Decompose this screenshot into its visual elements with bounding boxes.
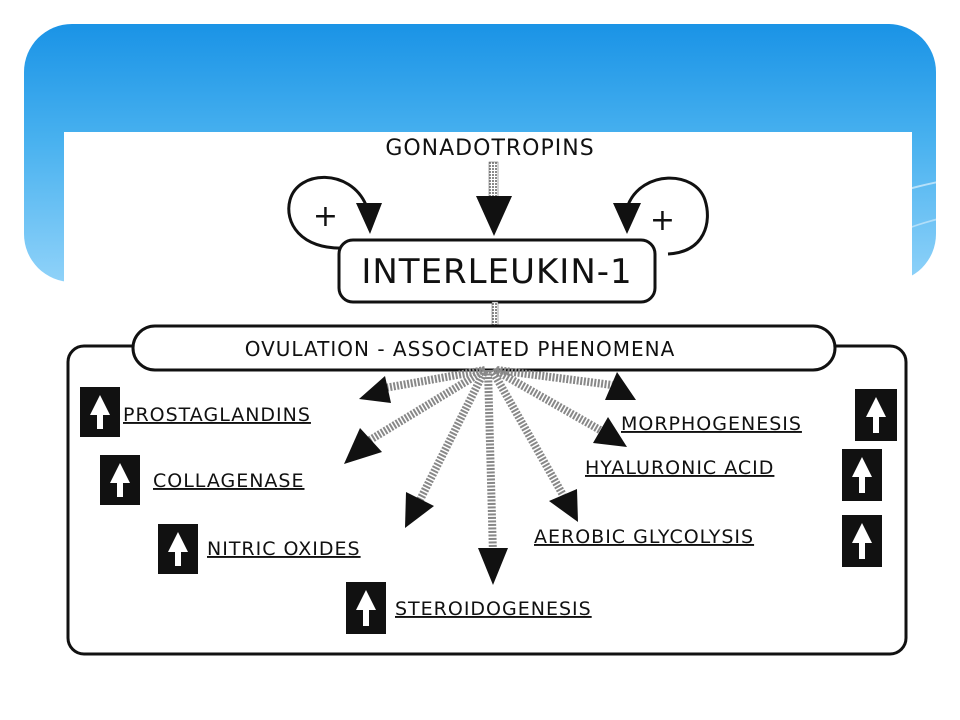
right-plus-sign: +	[650, 203, 676, 238]
morphogenesis-label: MORPHOGENESIS	[621, 413, 802, 435]
arrowhead-steroidogenesis	[478, 548, 508, 585]
interleukin-label: INTERLEUKIN-1	[361, 252, 632, 292]
gonadotropins-arrow-shaft	[488, 161, 499, 199]
arrowhead-prostaglandins	[359, 376, 391, 403]
arrow-shaft-prostaglandins	[384, 366, 486, 392]
arrow-shaft-aerobic-glycolysis	[488, 368, 567, 497]
hyaluronic-acid-label: HYALURONIC ACID	[585, 457, 774, 479]
aerobic-glycolysis-label: AEROBIC GLYCOLYSIS	[534, 526, 754, 548]
arrowhead-hyaluronic-acid	[593, 417, 627, 447]
up-arrow-icon	[855, 389, 897, 441]
gonadotropins-arrowhead	[476, 196, 512, 236]
radiating-arrows	[367, 366, 613, 556]
up-arrow-icons	[80, 387, 897, 634]
up-arrow-icon	[842, 449, 882, 501]
right-feedback-arrowhead	[613, 203, 641, 234]
up-arrow-icon	[346, 582, 386, 634]
prostaglandins-label: PROSTAGLANDINS	[123, 404, 311, 426]
left-plus-sign: +	[313, 199, 339, 234]
left-feedback-arrowhead	[356, 203, 382, 234]
phenomena-header-label: OVULATION - ASSOCIATED PHENOMENA	[245, 337, 676, 361]
arrow-shaft-hyaluronic-acid	[493, 366, 602, 434]
gonadotropins-label: GONADOTROPINS	[385, 136, 594, 161]
arrowhead-aerobic-glycolysis	[549, 489, 578, 522]
right-feedback-loop	[626, 176, 709, 256]
up-arrow-icon	[842, 515, 882, 567]
up-arrow-icon	[80, 387, 120, 437]
steroidogenesis-label: STEROIDOGENESIS	[395, 598, 592, 620]
radiating-arrowheads	[344, 372, 636, 585]
arrow-shaft-morphogenesis	[496, 366, 613, 389]
arrowhead-collagenase	[344, 428, 382, 464]
interleukin-connector	[491, 301, 499, 327]
collagenase-label: COLLAGENASE	[153, 470, 305, 492]
effect-labels: PROSTAGLANDINS COLLAGENASE NITRIC OXIDES…	[123, 404, 802, 620]
up-arrow-icon	[158, 524, 198, 574]
up-arrow-icon	[100, 455, 140, 505]
arrowhead-morphogenesis	[605, 372, 636, 400]
arrow-shaft-collagenase	[367, 366, 488, 444]
nitric-oxides-label: NITRIC OXIDES	[207, 538, 361, 560]
arrowhead-nitric-oxides	[405, 492, 434, 528]
arrow-shaft-steroidogenesis	[484, 369, 497, 556]
left-feedback-loop	[287, 175, 368, 250]
